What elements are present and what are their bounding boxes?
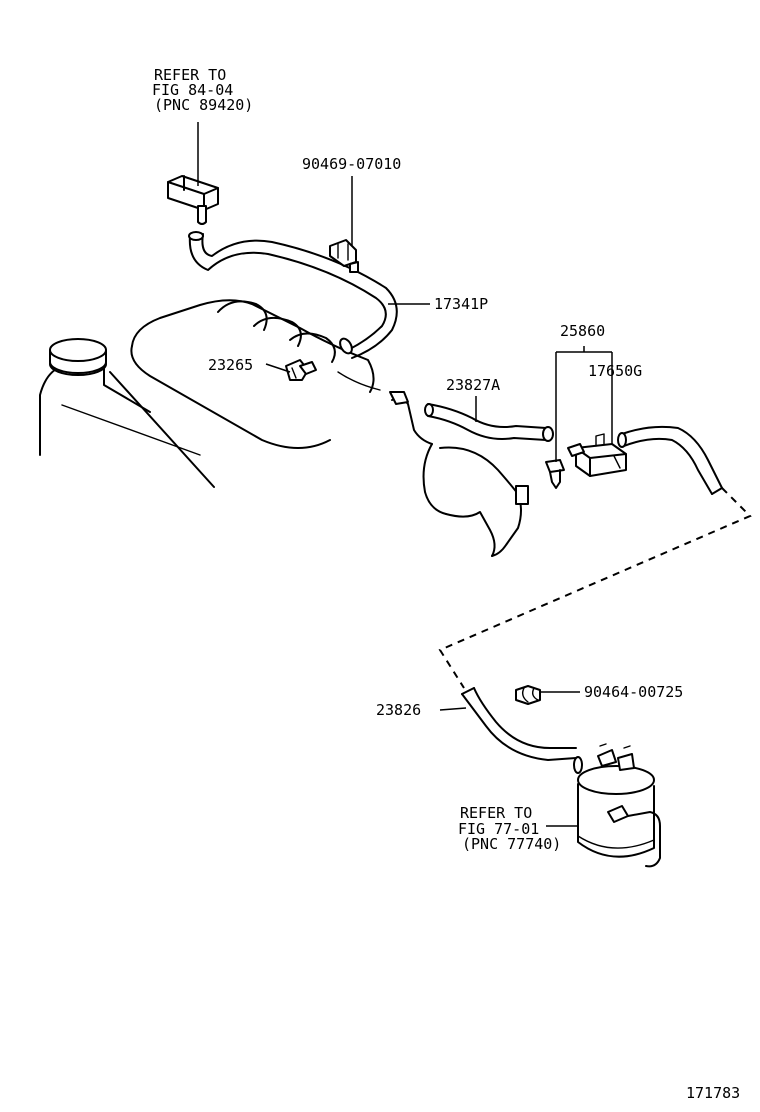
elbow-bottom-edge [445, 511, 496, 557]
callout-17341p: 17341P [434, 295, 488, 313]
diagram-number: 171783 [686, 1084, 740, 1102]
hose-17341p-end-top [188, 231, 204, 241]
clamp-lower-body [515, 685, 541, 705]
hose-23826-cut [461, 687, 475, 695]
clamp-lower-detail [521, 687, 539, 703]
canister-port-detail [599, 743, 631, 749]
leader-25860 [555, 346, 613, 462]
sensor-body [167, 175, 219, 211]
vsv-port [595, 433, 605, 447]
plug-tip [299, 361, 317, 375]
canister-base-band [577, 835, 655, 849]
plenum-lower-edge [109, 371, 215, 488]
vsv-bracket [567, 443, 585, 457]
callout-23265: 23265 [208, 356, 253, 374]
leader-23265 [265, 363, 291, 373]
hose-23826-lower [473, 687, 577, 749]
hose-23827a-upper [427, 403, 547, 429]
vsv-assembly [545, 433, 627, 489]
hose-17341p [188, 231, 398, 359]
callout-17650g: 17650G [588, 362, 642, 380]
canister-port-1 [597, 749, 617, 767]
plenum-front-edge [130, 345, 331, 449]
vacuum-sensor [167, 175, 219, 225]
elbow-left-edge [422, 443, 447, 515]
callout-90464-00725: 90464-00725 [584, 683, 683, 701]
clamp-upper-detail [337, 243, 349, 261]
reservoir-tank-right [103, 367, 151, 413]
callout-refer-sensor-line2: FIG 84-04 [152, 81, 233, 99]
plug-23265 [285, 359, 317, 381]
runner-1 [217, 300, 268, 331]
connection-dashed-line [438, 487, 752, 689]
hose-23827a-lower [427, 415, 547, 441]
leader-lines [197, 122, 613, 827]
callout-refer-canister-line1: REFER TO [460, 804, 532, 822]
reservoir-tank-edge [39, 365, 63, 456]
hose-right-upper [621, 425, 723, 489]
hose-23826-upper [461, 693, 577, 761]
callout-90469-07010: 90469-07010 [302, 155, 401, 173]
sensor-nipple [197, 205, 207, 225]
hose-right-cut [711, 487, 723, 495]
hose-17341p-end-bottom [339, 337, 353, 355]
clamp-upper-tab [349, 261, 359, 273]
vsv-filter [545, 459, 565, 473]
callout-refer-canister-line2: FIG 77-01 [458, 820, 539, 838]
clamp-90464-00725 [515, 685, 541, 705]
callout-refer-canister-line3: (PNC 77740) [462, 835, 561, 853]
hose-23826-end [573, 756, 583, 774]
throttle-bracket [389, 391, 409, 405]
hose-23826 [461, 687, 583, 774]
clamp-90469-07010 [329, 239, 359, 273]
callout-refer-sensor-line3: (PNC 89420) [154, 96, 253, 114]
callout-23827a: 23827A [446, 376, 500, 394]
callout-25860: 25860 [560, 322, 605, 340]
hose-23827a [424, 403, 554, 442]
vsv-detail [613, 455, 621, 469]
hose-23827a-end-left [424, 403, 434, 417]
engine-intake-outline [39, 299, 529, 557]
hose-23827a-end-right [542, 426, 554, 442]
canister-top [577, 765, 655, 795]
vsv-filter-nipple [549, 469, 561, 489]
hose-17341p-inner [201, 233, 398, 359]
runner-3 [289, 332, 336, 363]
elbow-clamp [515, 485, 529, 505]
charcoal-canister [577, 743, 661, 868]
plenum-rib [337, 371, 381, 391]
callout-23826: 23826 [376, 701, 421, 719]
plenum-top-edge [131, 299, 375, 393]
callout-refer-sensor-line1: REFER TO [154, 66, 226, 84]
hose-right-end [617, 432, 627, 448]
plug-thread [291, 367, 297, 379]
hose-right [617, 425, 723, 495]
hose-17341p-outer [188, 235, 387, 351]
canister-port-2 [617, 753, 635, 771]
canister-side-tube [627, 811, 661, 868]
reservoir-cap-top [49, 338, 107, 362]
leader-23826 [439, 707, 467, 711]
callout-labels: REFER TO FIG 84-04 (PNC 89420) 90469-070… [152, 66, 740, 1102]
hose-right-lower [623, 437, 713, 495]
runner-2 [253, 316, 302, 347]
elbow-top-edge [439, 446, 519, 495]
